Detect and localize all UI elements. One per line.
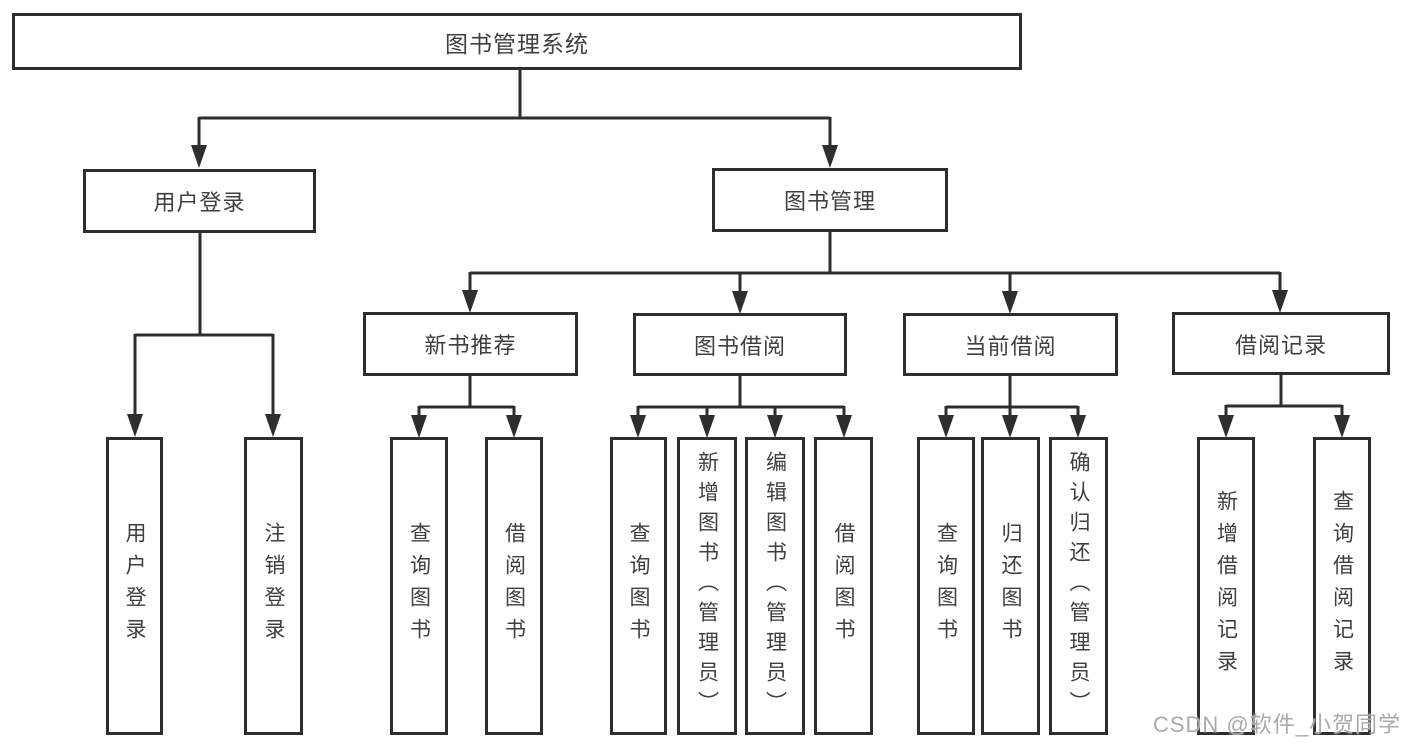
node-book-management: 图书管理 (712, 168, 948, 232)
leaf-borrow-book-newrec: 借阅图书 (485, 437, 543, 735)
leaf-query-book-borrow: 查询图书 (610, 437, 667, 735)
leaf-user-login: 用户登录 (106, 437, 163, 735)
node-new-book-recommend: 新书推荐 (363, 312, 578, 376)
leaf-add-book-admin: 新增图书（管理员） (677, 437, 737, 735)
leaf-edit-book-admin-label: 编辑图书（管理员） (763, 451, 787, 721)
leaf-query-book-current-label: 查询图书 (934, 522, 958, 650)
leaf-return-book-label: 归还图书 (999, 522, 1022, 650)
node-new-book-recommend-label: 新书推荐 (424, 333, 517, 358)
leaf-query-borrow-record: 查询借阅记录 (1313, 437, 1371, 735)
leaf-confirm-return-admin: 确认归还（管理员） (1049, 437, 1108, 735)
leaf-borrow-book-borrow-label: 借阅图书 (832, 522, 855, 650)
node-borrow-records-label: 借阅记录 (1234, 332, 1327, 358)
leaf-edit-book-admin: 编辑图书（管理员） (745, 437, 805, 735)
node-book-management-label: 图书管理 (783, 189, 876, 214)
arrowheads (127, 145, 1350, 438)
node-book-borrow: 图书借阅 (633, 313, 847, 376)
leaf-query-book-newrec-label: 查询图书 (407, 522, 431, 650)
leaf-add-borrow-record: 新增借阅记录 (1197, 437, 1255, 735)
leaf-logout-label: 注销登录 (262, 522, 285, 650)
leaf-query-book-newrec: 查询图书 (390, 437, 448, 735)
leaf-borrow-book-borrow: 借阅图书 (814, 437, 873, 735)
node-book-borrow-label: 图书借阅 (693, 333, 786, 359)
leaf-add-borrow-record-label: 新增借阅记录 (1214, 490, 1238, 682)
leaf-query-book-current: 查询图书 (917, 437, 975, 735)
leaf-logout: 注销登录 (244, 437, 303, 735)
leaf-query-borrow-record-label: 查询借阅记录 (1330, 490, 1354, 682)
leaf-user-login-label: 用户登录 (123, 522, 146, 650)
node-user-login-label: 用户登录 (153, 190, 246, 215)
leaf-query-book-borrow-label: 查询图书 (627, 522, 650, 650)
leaf-confirm-return-admin-label: 确认归还（管理员） (1067, 451, 1090, 721)
node-root-label: 图书管理系统 (445, 30, 589, 57)
node-current-borrow-label: 当前借阅 (964, 333, 1057, 359)
node-user-login: 用户登录 (83, 169, 316, 233)
node-root: 图书管理系统 (12, 13, 1022, 70)
leaf-add-book-admin-label: 新增图书（管理员） (695, 451, 719, 721)
node-borrow-records: 借阅记录 (1172, 312, 1390, 375)
leaf-borrow-book-newrec-label: 借阅图书 (502, 522, 526, 650)
leaf-return-book: 归还图书 (981, 437, 1040, 735)
node-current-borrow: 当前借阅 (903, 313, 1118, 376)
